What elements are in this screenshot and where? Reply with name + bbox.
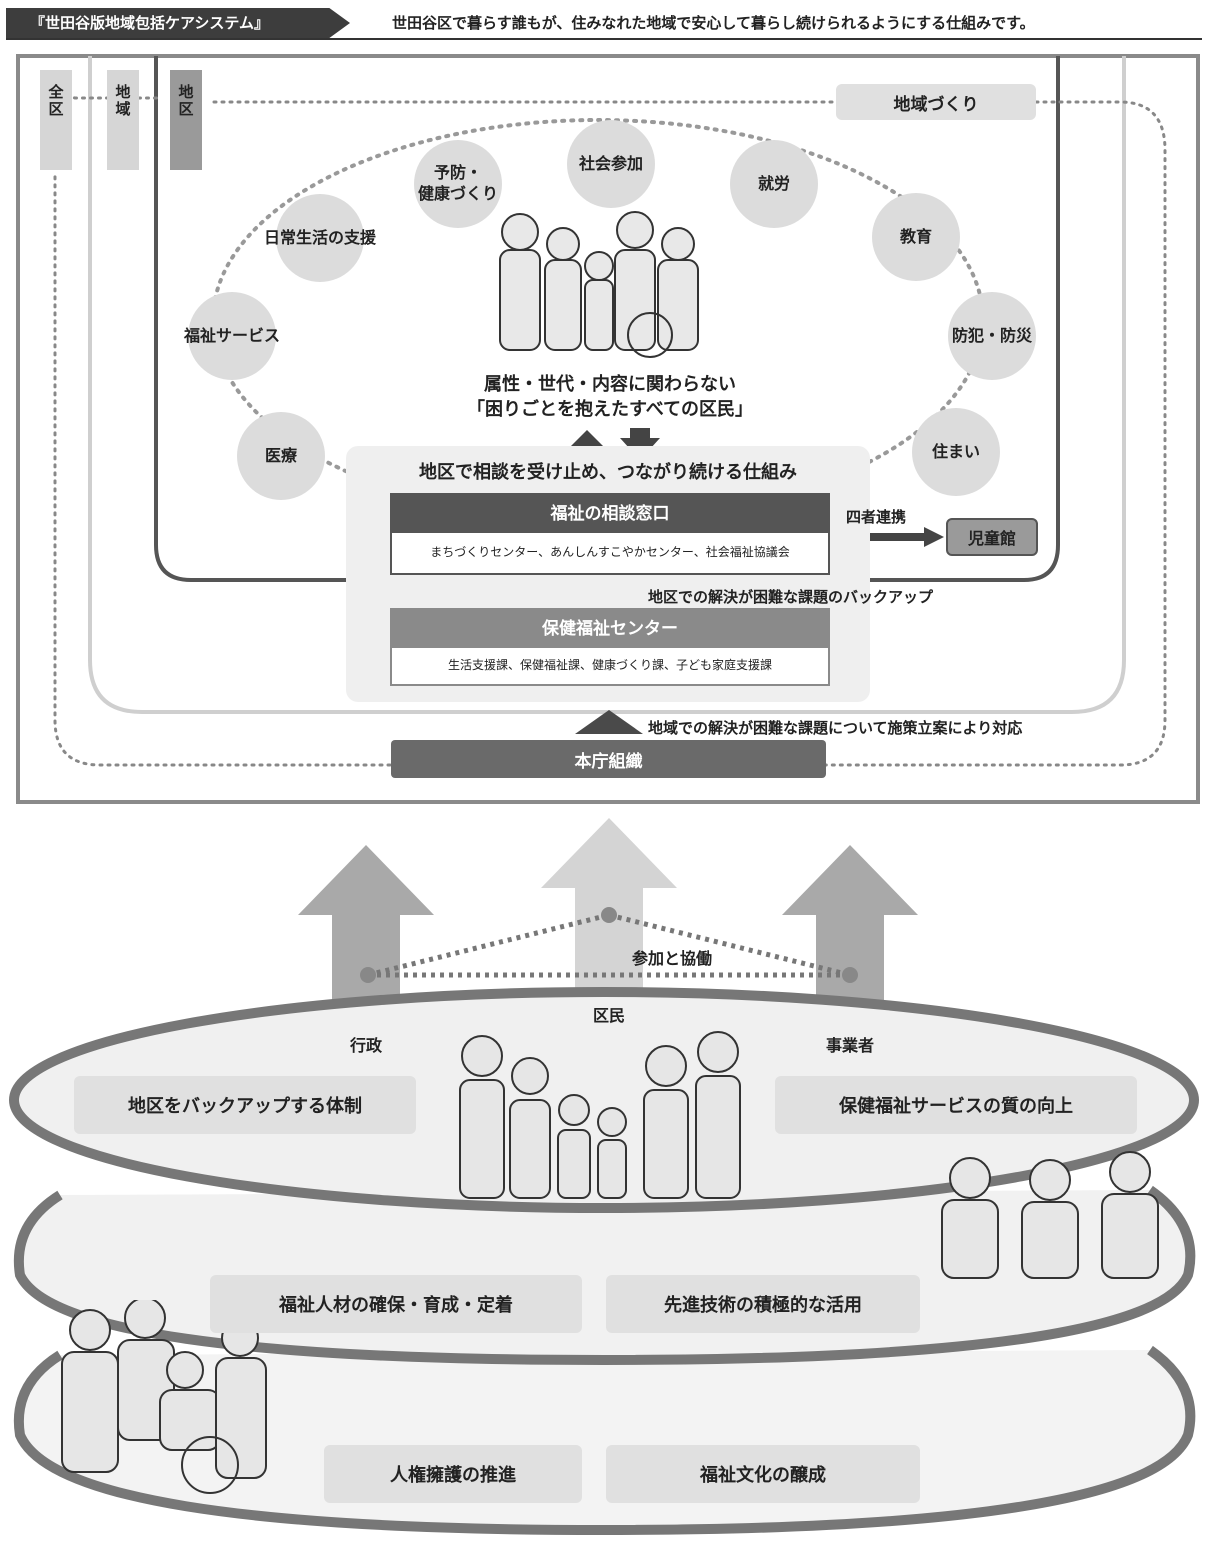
district-mechanism: 地区で相談を受け止め、つながり続ける仕組み — [419, 462, 797, 483]
circle-crime-disaster: 防犯・防災 — [948, 292, 1036, 380]
policy-triangle — [575, 710, 643, 734]
participation-label: 参加と協働 — [632, 949, 713, 968]
residents-caption-line2: 「困りごとを抱えたすべての区民」 — [466, 399, 754, 421]
health-center-sections: 生活支援課、保健福祉課、健康づくり課、子ども家庭支援課 — [447, 658, 772, 672]
circle-daily-life: 日常生活の支援 — [264, 194, 376, 282]
four-party-label: 四者連携 — [846, 508, 907, 526]
platform-advanced-tech: 先進技術の積極的な活用 — [606, 1275, 920, 1333]
arrow-down — [620, 428, 660, 460]
level-district: 地区 — [170, 70, 202, 170]
actor-businesses: 事業者 — [825, 1036, 874, 1055]
system-description: 世田谷区で暮らす誰もが、住みなれた地域で安心して暮らし続けられるようにする仕組み… — [392, 14, 1035, 32]
circle-housing: 住まい — [912, 408, 1000, 496]
circle-employment: 就労 — [730, 140, 818, 228]
residents-caption-line1: 属性・世代・内容に関わらない — [484, 374, 736, 395]
platform-human-rights: 人権擁護の推進 — [324, 1445, 582, 1503]
ward-frame — [16, 54, 1200, 804]
circle-prevention: 予防・ 健康づくり — [414, 140, 502, 228]
care-illustration — [61, 1300, 267, 1494]
policy-response-label: 地域での解決が困難な課題について施策立案により対応 — [648, 719, 1023, 737]
actor-administration: 行政 — [349, 1036, 382, 1055]
header-divider — [6, 38, 1202, 40]
level-ward: 全区 — [40, 70, 72, 170]
residents-caption: 属性・世代・内容に関わらない 「困りごとを抱えたすべての区民」 — [440, 372, 780, 422]
circle-education: 教育 — [872, 193, 960, 281]
consultation-members: まちづくりセンター、あんしんすこやかセンター、社会福祉協議会 — [430, 545, 790, 559]
circle-welfare-service: 福祉サービス — [184, 292, 280, 380]
system-title-tag: 『世田谷版地域包括ケアシステム』 — [6, 8, 350, 38]
actor-residents: 区民 — [592, 1006, 625, 1025]
community-building-label: 地域づくり — [836, 84, 1036, 120]
level-area: 地域 — [107, 70, 139, 170]
platform-welfare-staff: 福祉人材の確保・育成・定着 — [210, 1275, 582, 1333]
consultation-title: 福祉の相談窓口 — [392, 495, 828, 533]
health-center-title: 保健福祉センター — [392, 610, 828, 648]
backup-district-label: 地区での解決が困難な課題のバックアップ — [648, 588, 934, 606]
platform-welfare-culture: 福祉文化の醸成 — [606, 1445, 920, 1503]
residents-illustration — [499, 211, 699, 358]
circle-social-participation: 社会参加 — [567, 120, 655, 208]
consultation-box: 福祉の相談窓口 まちづくりセンター、あんしんすこやかセンター、社会福祉協議会 — [390, 493, 830, 575]
childrens-hall: 児童館 — [946, 518, 1038, 556]
four-party-arrow — [832, 527, 944, 547]
platform-district-backup: 地区をバックアップする体制 — [74, 1076, 416, 1134]
family-illustration — [459, 1031, 741, 1199]
top-ellipse — [9, 987, 1199, 1213]
health-center-box: 保健福祉センター 生活支援課、保健福祉課、健康づくり課、子ども家庭支援課 — [390, 608, 830, 686]
head-office: 本庁組織 — [391, 740, 826, 778]
business-people-illustration — [941, 1151, 1159, 1279]
platform-service-quality: 保健福祉サービスの質の向上 — [775, 1076, 1137, 1134]
circle-medical: 医療 — [237, 412, 325, 500]
